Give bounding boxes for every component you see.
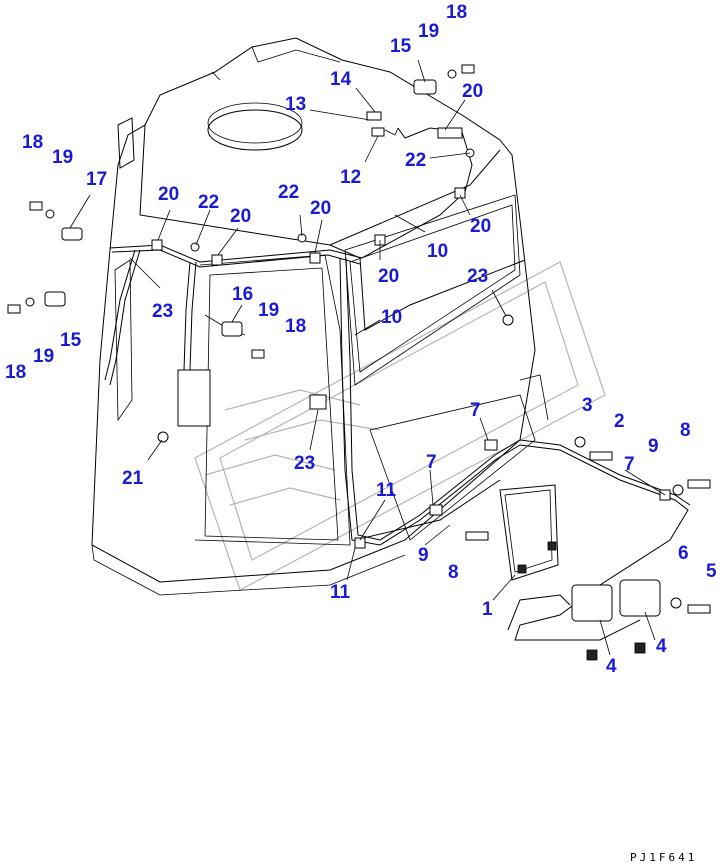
callout-c11a: 11 (376, 480, 397, 501)
components (7, 64, 711, 661)
grommet-part-23b (309, 394, 327, 410)
lamp-part-15a (413, 79, 437, 95)
callout-c20a: 20 (462, 81, 483, 102)
callout-c16: 16 (232, 284, 253, 305)
clamp-part-11 (354, 537, 366, 549)
washer-part-9a (672, 484, 684, 496)
callout-c1: 1 (482, 599, 493, 620)
clip-part-20b (151, 239, 163, 251)
callout-c2: 2 (614, 411, 625, 432)
bolt-part-18c (7, 304, 21, 314)
callout-c8a: 8 (680, 420, 691, 441)
relay-part-4b (619, 579, 661, 617)
callout-c8b: 8 (448, 562, 459, 583)
clip-part-20a (437, 127, 463, 139)
callout-c9a: 9 (648, 436, 659, 457)
clip-part-20f (454, 187, 466, 199)
leader-lines (69, 59, 666, 656)
bolt-part-8b (465, 531, 489, 541)
callout-c21: 21 (122, 468, 144, 489)
callout-c10b: 10 (381, 307, 402, 328)
clamp-part-7b (429, 504, 443, 516)
grommet-part-21 (157, 431, 169, 443)
washer-part-19b (45, 209, 55, 219)
callout-c23c: 23 (294, 453, 315, 474)
callout-c4a: 4 (606, 656, 617, 677)
bolt-part-18a (461, 64, 475, 74)
callout-c7c: 7 (426, 452, 437, 473)
callout-c20e: 20 (470, 216, 491, 237)
callout-c12: 12 (340, 167, 361, 188)
connector-part-12 (371, 127, 385, 137)
callout-c13: 13 (285, 94, 306, 115)
grommet-part-22b (190, 242, 200, 252)
drawing-code: PJ1F641 (630, 851, 697, 864)
washer-part-19c (25, 297, 35, 307)
relay-part-4a (571, 584, 613, 622)
callout-c14: 14 (330, 69, 352, 90)
callout-c20f: 20 (378, 266, 399, 287)
callout-c18b: 18 (22, 132, 43, 153)
callout-c19b: 19 (52, 147, 73, 168)
callout-c18a: 18 (446, 2, 467, 23)
callout-c7a: 7 (470, 400, 481, 421)
callout-c22a: 22 (405, 150, 426, 171)
callout-c18c: 18 (285, 316, 306, 337)
clip-part-20c (211, 254, 223, 266)
callout-c11b: 11 (330, 582, 351, 603)
washer-part-19a (447, 69, 457, 79)
bolt-part-2 (589, 451, 613, 461)
callout-c22c: 22 (278, 182, 299, 203)
callout-c6: 6 (678, 543, 689, 564)
bracket-part-1 (499, 484, 559, 581)
callout-c5: 5 (706, 561, 717, 582)
bolt-part-5 (687, 604, 711, 614)
washer-part-3 (574, 436, 586, 448)
clamp-part-7a (484, 439, 498, 451)
lamp-part-16 (221, 321, 243, 337)
bolt-part-18d (251, 349, 265, 359)
callout-c20c: 20 (230, 206, 251, 227)
callout-labels: 18 19 15 14 20 13 12 22 18 19 17 20 22 2… (5, 2, 717, 677)
callout-c10a: 10 (427, 241, 448, 262)
cab-body (91, 37, 549, 596)
callout-c7b: 7 (624, 454, 635, 475)
callout-c3: 3 (582, 395, 593, 416)
callout-c20b: 20 (158, 184, 179, 205)
wire-harness (104, 127, 691, 641)
grommet-part-23a (502, 314, 514, 326)
connector-part-14 (366, 111, 382, 121)
callout-c15a: 15 (390, 36, 412, 57)
callout-c19d: 19 (33, 346, 54, 367)
clip-part-20d (309, 252, 321, 264)
callout-c23a: 23 (467, 266, 488, 287)
callout-c19a: 19 (418, 21, 439, 42)
lamp-part-15b (44, 291, 66, 307)
callout-c15b: 15 (60, 330, 82, 351)
bolt-part-18b (29, 201, 43, 211)
callout-c17: 17 (86, 169, 107, 190)
callout-c23b: 23 (152, 301, 173, 322)
callout-c20d: 20 (310, 198, 331, 219)
callout-c19c: 19 (258, 300, 279, 321)
washer-part-6 (670, 597, 682, 609)
bolt-part-8a (687, 479, 711, 489)
callout-c4b: 4 (656, 636, 667, 657)
callout-c9b: 9 (418, 545, 429, 566)
callout-c22b: 22 (198, 192, 219, 213)
lamp-part-17 (61, 227, 83, 241)
callout-c18d: 18 (5, 362, 26, 383)
